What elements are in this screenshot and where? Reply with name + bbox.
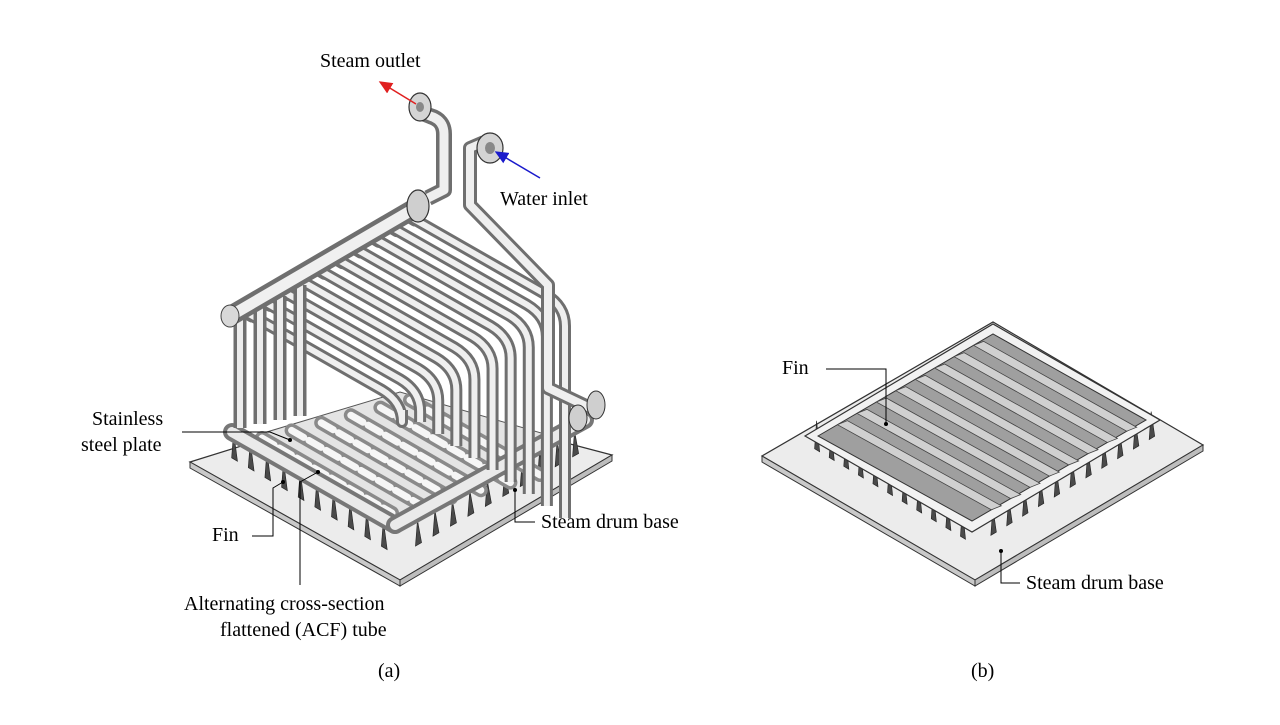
channel-fin xyxy=(933,363,1099,455)
acf-tube-bank xyxy=(255,393,547,520)
channel-fin xyxy=(894,386,1061,477)
channel-fin xyxy=(972,340,1138,432)
leader-stainless-plate xyxy=(182,431,291,441)
base-fin-a xyxy=(467,490,475,517)
base-fin-b xyxy=(1037,478,1045,508)
leader-steam-drum-base-b xyxy=(1000,551,1020,584)
riser-tube-highlight xyxy=(367,232,532,494)
acf-tube-highlight xyxy=(347,411,485,494)
label-steam-outlet: Steam outlet xyxy=(320,50,421,72)
base-fin-a xyxy=(415,520,422,547)
caption-b: (b) xyxy=(971,660,994,682)
label-acf-line2: flattened (ACF) tube xyxy=(220,619,387,641)
channel-fins-b xyxy=(836,340,1138,511)
channel-fin xyxy=(855,408,1022,499)
leader-steam-drum-base-a xyxy=(514,490,535,523)
label-stainless-line2: steel plate xyxy=(81,434,162,456)
riser-tube-highlight xyxy=(258,296,424,422)
base-fin-a xyxy=(432,510,440,537)
channel-fin xyxy=(914,374,1080,466)
base-fin-a xyxy=(572,430,579,458)
water-inlet-arrow xyxy=(494,151,541,179)
steam-drum-base-b xyxy=(760,321,1205,587)
inlet-lower-flange xyxy=(586,390,606,420)
riser-tube-highlight xyxy=(276,286,442,434)
label-fin-a: Fin xyxy=(212,524,239,546)
label-acf-line1: Alternating cross-section xyxy=(184,593,385,615)
steam-drum-assembly xyxy=(188,92,614,587)
top-header-end-cap xyxy=(220,304,240,328)
leader-acf-tube xyxy=(299,471,319,585)
header-flange xyxy=(406,189,430,223)
riser-tube-highlight xyxy=(331,254,496,470)
acf-tube-highlight xyxy=(288,426,426,509)
steam-outlet-arrow xyxy=(378,81,417,105)
channel-fin xyxy=(953,352,1119,443)
riser-tube-highlight xyxy=(294,275,460,446)
acf-tube-highlight xyxy=(258,434,396,517)
riser-tube-highlight xyxy=(312,264,478,458)
channel-fin xyxy=(836,420,1003,511)
riser-tube-highlight xyxy=(349,243,514,482)
label-stainless-line1: Stainless xyxy=(92,408,163,430)
caption-a: (a) xyxy=(378,660,400,682)
label-steam-drum-base-b: Steam drum base xyxy=(1026,572,1164,594)
acf-tube-highlight xyxy=(317,419,455,502)
base-fin-b xyxy=(1022,488,1029,517)
leader-fin-a xyxy=(252,481,284,537)
label-water-inlet: Water inlet xyxy=(500,188,588,210)
label-steam-drum-base-a: Steam drum base xyxy=(541,511,679,533)
riser-tube-highlight xyxy=(240,307,405,425)
leader-fin-b xyxy=(826,368,887,424)
channel-fin xyxy=(875,397,1041,488)
base-fin-b xyxy=(1006,497,1013,527)
base-fin-a xyxy=(450,500,457,527)
label-fin-b: Fin xyxy=(782,357,809,379)
base-fin-b xyxy=(990,507,997,536)
